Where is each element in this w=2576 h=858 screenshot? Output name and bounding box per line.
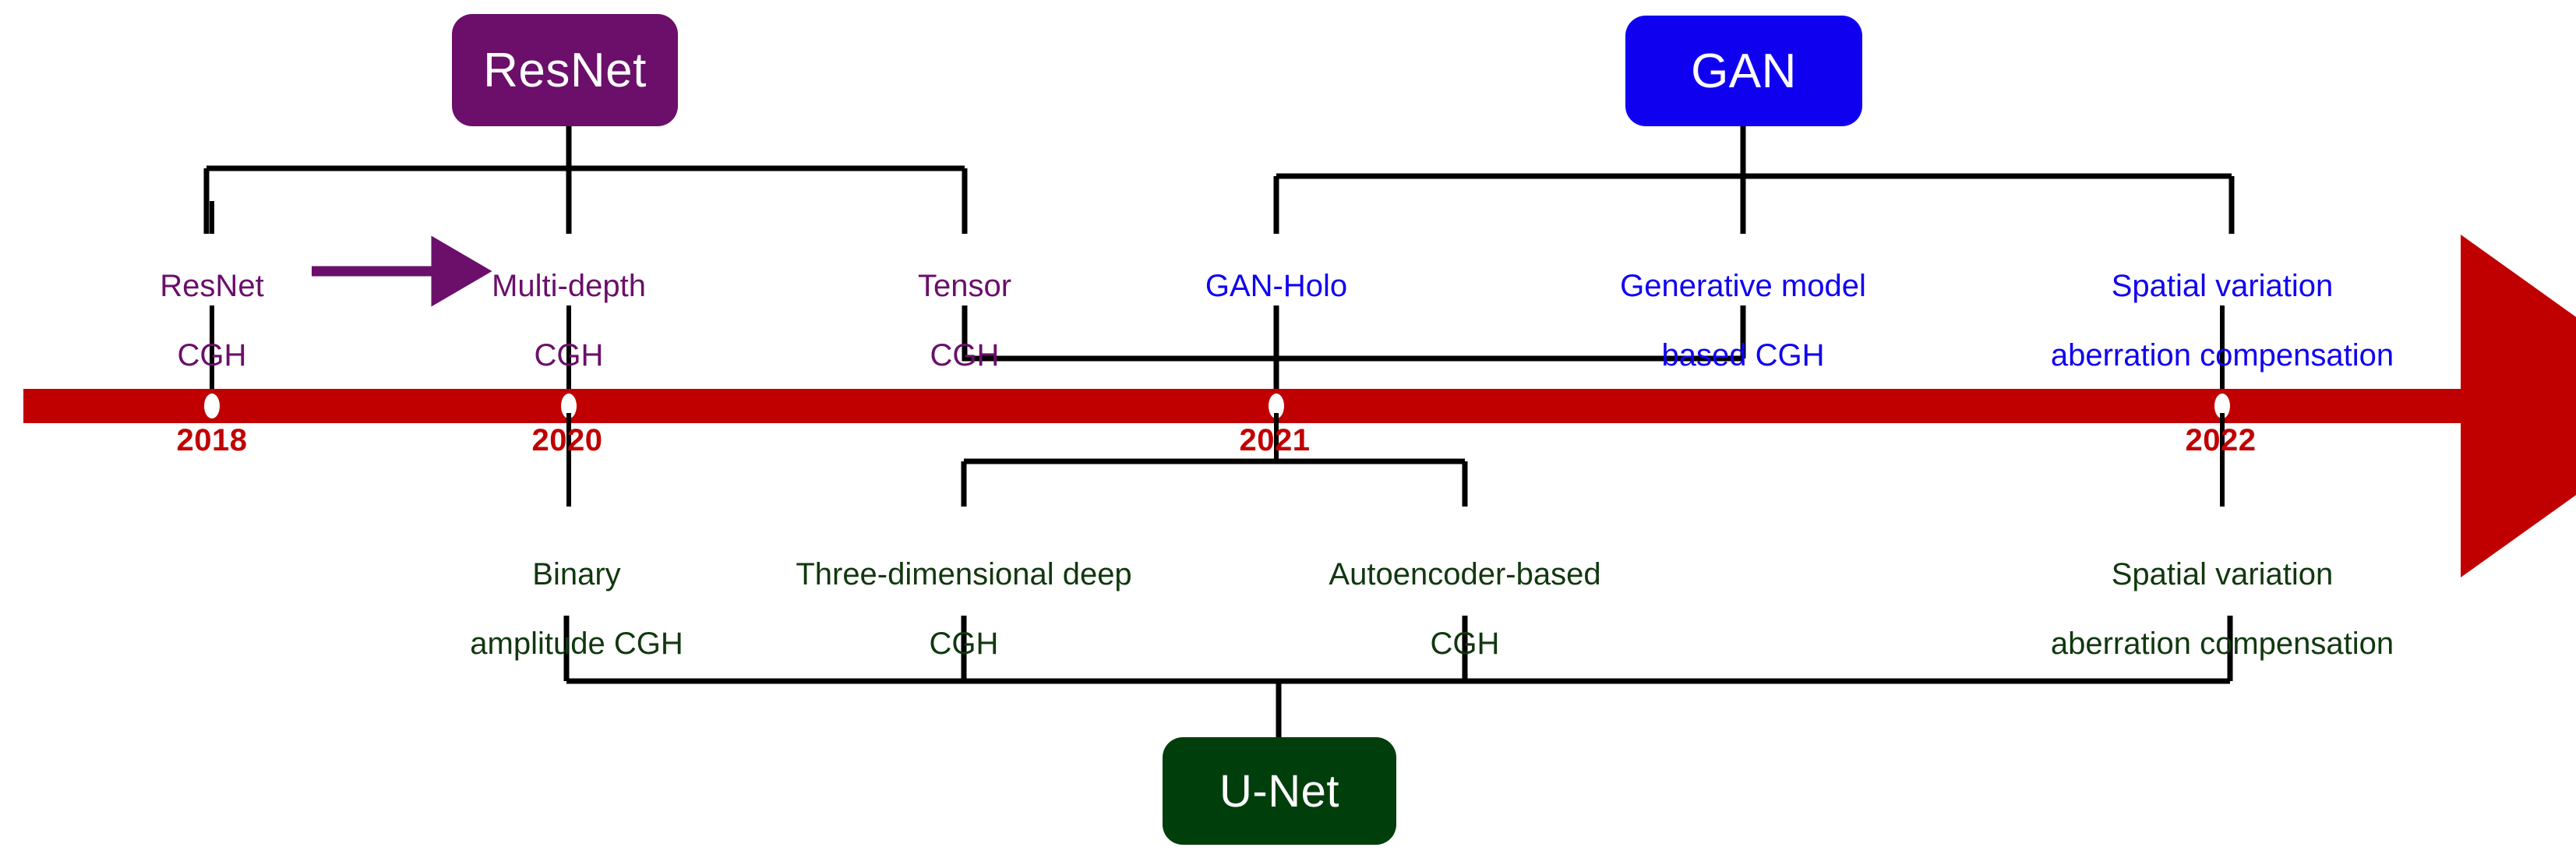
method-label-three-dimensional-cgh-line2: CGH xyxy=(929,627,999,662)
unet-stems xyxy=(566,413,2225,507)
method-label-multi-depth-cgh-line1: Multi-depth xyxy=(492,268,646,303)
method-label-resnet-cgh-line1: ResNet xyxy=(160,268,264,303)
method-label-gan-holo-line1: GAN-Holo xyxy=(1205,268,1348,303)
year-label-2020: 2020 xyxy=(531,423,603,457)
method-label-autoencoder-based-cgh: Autoencoder-based CGH xyxy=(1264,522,1666,697)
method-label-spatial-variation-unet: Spatial variation aberration compensatio… xyxy=(1971,522,2473,697)
method-label-three-dimensional-cgh: Three-dimensional deep CGH xyxy=(738,522,1190,697)
method-label-gan-holo: GAN-Holo xyxy=(1136,234,1417,373)
method-label-spatial-variation-gan-line1: Spatial variation xyxy=(2111,268,2334,303)
architecture-box-resnet[interactable]: ResNet xyxy=(452,14,678,126)
method-label-autoencoder-based-cgh-line1: Autoencoder-based xyxy=(1329,556,1601,591)
year-2021-split-bracket xyxy=(961,458,1468,507)
resnet-bracket xyxy=(203,126,968,234)
method-label-three-dimensional-cgh-line1: Three-dimensional deep xyxy=(796,556,1132,591)
tensor-cgh-elbow xyxy=(962,305,1746,399)
method-label-tensor-cgh-line2: CGH xyxy=(930,338,1000,373)
method-label-spatial-variation-gan: Spatial variation aberration compensatio… xyxy=(1971,234,2473,408)
method-label-autoencoder-based-cgh-line2: CGH xyxy=(1430,627,1500,662)
unet-bracket xyxy=(563,616,2233,739)
method-label-resnet-cgh: ResNet CGH xyxy=(72,234,352,408)
year-label-2018: 2018 xyxy=(176,423,248,457)
architecture-label-gan: GAN xyxy=(1691,44,1797,98)
method-label-binary-amplitude-cgh-line1: Binary xyxy=(532,556,621,591)
method-label-tensor-cgh-line1: Tensor xyxy=(917,268,1012,303)
method-label-generative-model-cgh-line2: based CGH xyxy=(1661,338,1825,373)
method-label-multi-depth-cgh: Multi-depth CGH xyxy=(429,234,709,408)
resnet-stems xyxy=(210,201,571,399)
method-label-generative-model-cgh-line1: Generative model xyxy=(1620,268,1866,303)
method-label-spatial-variation-unet-line2: aberration compensation xyxy=(2050,627,2394,662)
year-label-2022: 2022 xyxy=(2185,423,2257,457)
method-label-spatial-variation-gan-line2: aberration compensation xyxy=(2050,338,2394,373)
method-label-multi-depth-cgh-line2: CGH xyxy=(534,338,604,373)
method-label-resnet-cgh-line2: CGH xyxy=(177,338,247,373)
method-label-spatial-variation-unet-line1: Spatial variation xyxy=(2111,556,2334,591)
method-label-binary-amplitude-cgh: Binary amplitude CGH xyxy=(413,522,740,697)
architecture-box-unet[interactable]: U-Net xyxy=(1163,737,1396,845)
architecture-label-resnet: ResNet xyxy=(483,43,647,97)
method-label-tensor-cgh: Tensor CGH xyxy=(824,234,1105,408)
method-label-generative-model-cgh: Generative model based CGH xyxy=(1513,234,1973,408)
gan-bracket xyxy=(1273,126,2235,234)
architecture-label-unet: U-Net xyxy=(1219,765,1339,817)
method-label-binary-amplitude-cgh-line2: amplitude CGH xyxy=(470,627,683,662)
year-label-2021: 2021 xyxy=(1239,423,1311,457)
architecture-box-gan[interactable]: GAN xyxy=(1625,16,1862,126)
year-markers xyxy=(204,394,2230,418)
